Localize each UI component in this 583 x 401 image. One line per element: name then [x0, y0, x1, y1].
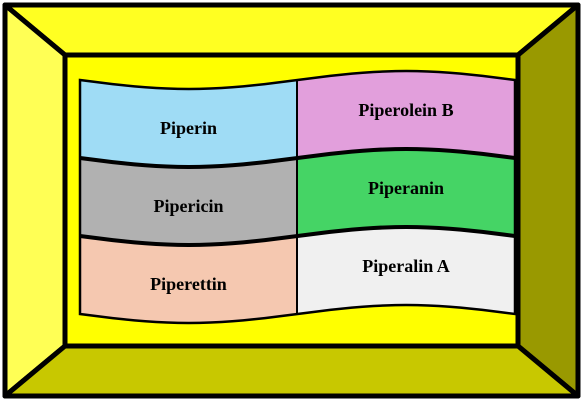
frame-bevel-left — [5, 5, 65, 396]
label-piperin: Piperin — [160, 118, 217, 138]
label-piperolein-b: Piperolein B — [358, 100, 453, 120]
label-piperalin-a: Piperalin A — [362, 256, 450, 276]
flag-grid: Piperin Piperolein B Pipericin Piperanin… — [80, 71, 515, 323]
label-pipericin: Pipericin — [154, 196, 224, 216]
label-piperanin: Piperanin — [368, 178, 444, 198]
frame-bevel-top — [5, 5, 578, 55]
frame-bevel-right — [518, 5, 578, 396]
frame-bevel-bottom — [5, 346, 578, 396]
label-piperettin: Piperettin — [150, 274, 227, 294]
